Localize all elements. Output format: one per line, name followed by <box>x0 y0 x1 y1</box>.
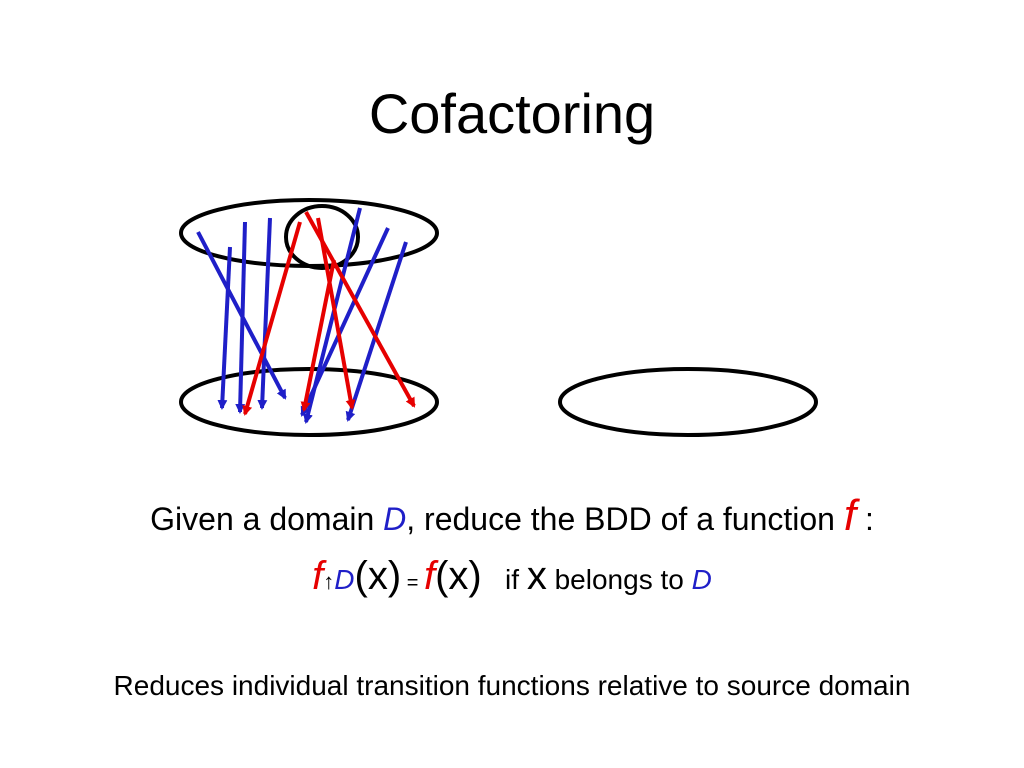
transition-arrow-red <box>242 221 302 416</box>
transition-arrow-blue <box>257 217 272 410</box>
formula-f-right: f <box>423 554 436 598</box>
transition-arrow-blue <box>235 221 247 414</box>
footer-note: Reduces individual transition functions … <box>113 670 911 701</box>
transition-arrow-red <box>316 217 356 410</box>
restrict-arrow-icon: ↑ <box>323 569 335 594</box>
transition-arrow-blue <box>300 227 390 417</box>
function-symbol: f <box>843 491 857 540</box>
target-set-ellipse <box>179 367 439 437</box>
condition-domain: D <box>691 564 712 595</box>
transition-arrow-blue <box>345 241 408 422</box>
domain-symbol: D <box>383 501 407 537</box>
reduced-target-ellipse <box>558 367 818 437</box>
cofactor-formula: f↑D(x) = f(x) if x belongs to D <box>312 554 712 598</box>
transition-arrow-blue <box>217 246 232 410</box>
page-title: Cofactoring <box>368 82 656 145</box>
formula-domain-sub: D <box>334 564 355 595</box>
transition-arrow-red <box>300 259 336 412</box>
domain-d-ellipse <box>284 204 360 270</box>
given-statement: Given a domain D, reduce the BDD of a fu… <box>150 491 874 540</box>
formula-f-left: f <box>312 554 324 598</box>
